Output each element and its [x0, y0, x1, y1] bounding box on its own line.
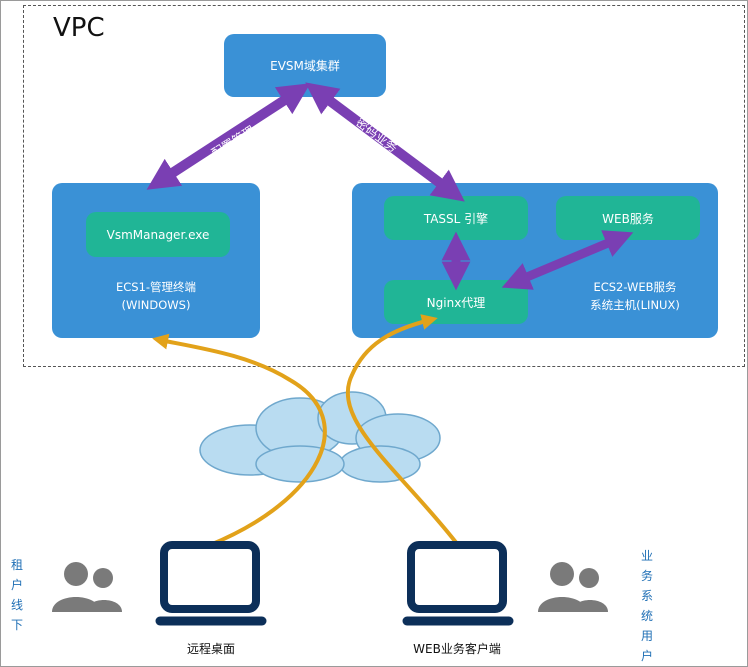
ecs1-label: ECS1-管理终端 (WINDOWS) [115, 280, 197, 312]
nginx-web-arrow [501, 230, 634, 290]
vsmmanager-app: VsmManager.exe [86, 212, 230, 257]
computer-icon [155, 541, 267, 626]
config-mgmt-arrow [146, 83, 311, 190]
tenant-offline-label: 租户线下 [10, 558, 23, 632]
web-client-caption: WEB业务客户端 [413, 642, 501, 656]
internet-cloud [199, 391, 441, 483]
crypto-business-arrow [305, 82, 465, 202]
evsm-cluster-label: EVSM域集群 [270, 59, 340, 73]
web-client-path [345, 314, 460, 547]
ecs1-box [52, 183, 260, 338]
users-icon [538, 562, 608, 612]
computer-icon [402, 541, 514, 626]
business-users-label: 业务系统用户 [640, 549, 653, 663]
vpc-boundary [23, 5, 745, 367]
vpc-label: VPC [53, 13, 105, 43]
vsmmanager-label: VsmManager.exe [106, 227, 210, 242]
remote-desktop-caption: 远程桌面 [186, 642, 235, 656]
users-icon [52, 562, 122, 612]
tassl-label: TASSL 引擎 [423, 211, 489, 226]
remote-desktop-path [152, 333, 327, 547]
crypto-business-label: 密码业务 [353, 114, 400, 155]
web-service-label: WEB服务 [602, 211, 654, 226]
nginx-label: Nginx代理 [426, 295, 486, 310]
